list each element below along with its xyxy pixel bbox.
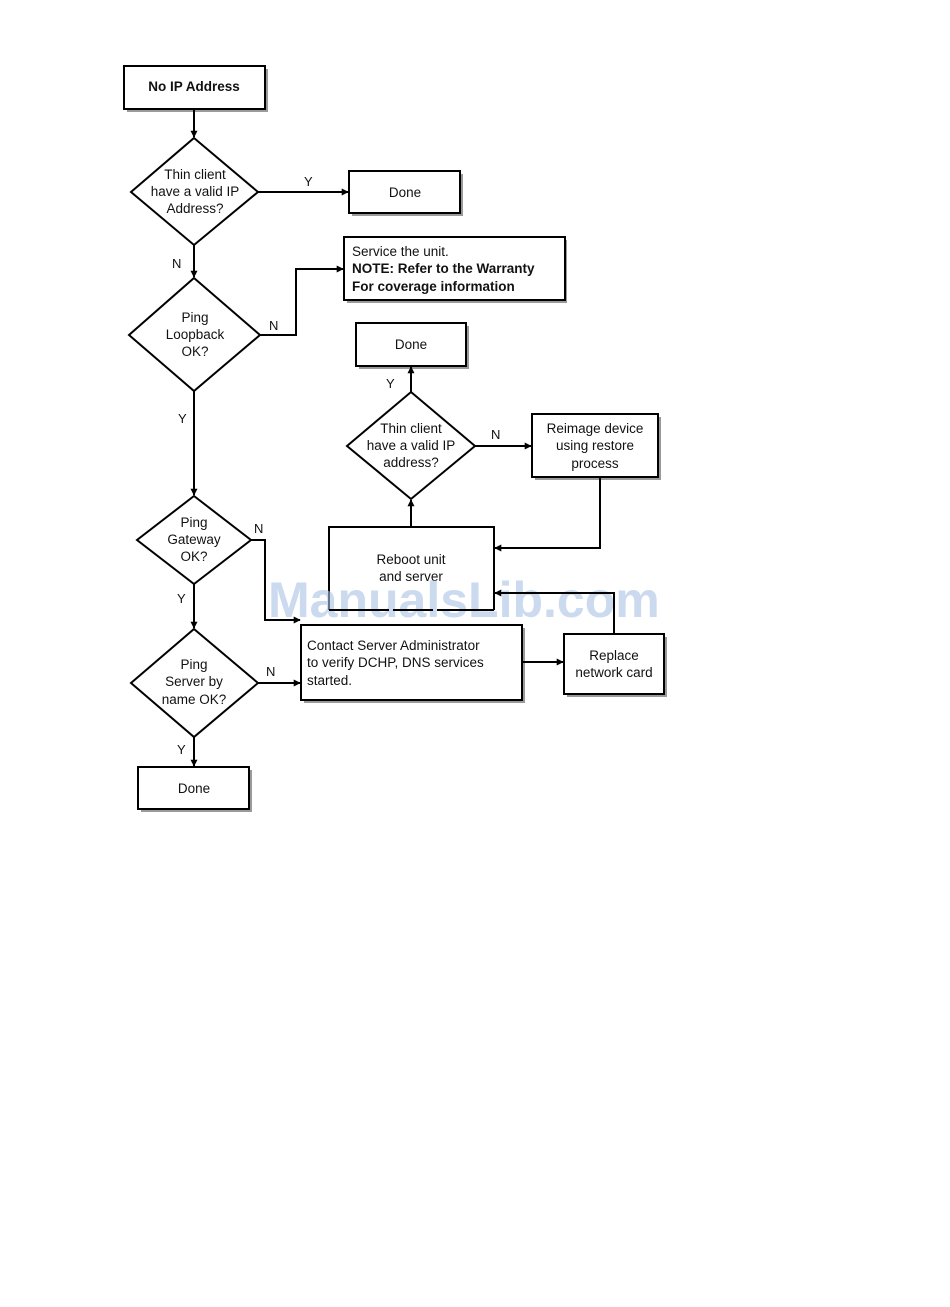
decision-ping-loopback-line3: OK? [181,344,208,359]
node-service-unit: Service the unit. NOTE: Refer to the War… [343,236,567,303]
decision-valid-ip-line1: Thin client [164,167,226,182]
node-replace-network-card-line1: Replace [589,648,639,663]
node-contact-server-admin: Contact Server Administrator to verify D… [300,624,525,703]
decision-ping-loopback-line2: Loopback [166,327,225,342]
label-d1-no: N [172,256,181,271]
decision-ping-server-name-line1: Ping [180,657,207,672]
decision-ping-server-name-line2: Server by [165,674,223,689]
decision-ping-loopback: Ping Loopback OK? [127,276,262,393]
node-reboot-unit-line2: and server [379,569,443,584]
decision-ping-gateway-line3: OK? [180,549,207,564]
node-done-top-text: Done [389,185,421,200]
label-d2-no: N [269,318,278,333]
node-service-unit-line2: NOTE: Refer to the Warranty [352,261,535,276]
node-contact-server-admin-line3: started. [307,673,352,688]
label-d2-yes: Y [178,411,187,426]
decision-ping-gateway-line1: Ping [180,515,207,530]
node-replace-network-card-line2: network card [575,665,652,680]
label-d3-no: N [254,521,263,536]
node-reboot-unit-line1: Reboot unit [376,552,445,567]
node-reboot-unit: Reboot unit and server [328,526,495,610]
node-contact-server-admin-line1: Contact Server Administrator [307,638,480,653]
label-d1-yes: Y [304,174,313,189]
decision-valid-ip: Thin client have a valid IP Address? [129,136,260,247]
decision-valid-ip-line3: Address? [166,201,223,216]
label-d3-yes: Y [177,591,186,606]
node-replace-network-card: Replace network card [563,633,667,697]
decision-valid-ip-after-reboot: Thin client have a valid IP address? [345,390,477,501]
decision-valid-ip-after-reboot-line2: have a valid IP [367,438,456,453]
decision-ping-gateway: Ping Gateway OK? [135,494,253,586]
node-done-bottom-text: Done [178,781,210,796]
node-done-bottom: Done [137,766,252,812]
edge-reimage-to-reboot [494,478,601,552]
node-reimage-device-line2: using restore [556,438,634,453]
decision-ping-server-name: Ping Server by name OK? [129,627,260,739]
decision-ping-server-name-line3: name OK? [162,692,227,707]
label-d5-no: N [491,427,500,442]
node-done-middle: Done [355,322,469,369]
node-done-top: Done [348,170,463,216]
node-contact-server-admin-line2: to verify DCHP, DNS services [307,655,484,670]
edge-d2-no-to-service [260,265,344,336]
edge-d3-no-to-contact [251,539,301,624]
node-reimage-device: Reimage device using restore process [531,413,661,480]
decision-ping-gateway-line2: Gateway [167,532,221,547]
node-no-ip-address-text: No IP Address [148,79,240,94]
node-service-unit-line1: Service the unit. [352,244,449,259]
edge-replace-to-reboot [494,589,615,634]
label-d4-yes: Y [177,742,186,757]
node-done-middle-text: Done [395,337,427,352]
label-d5-yes: Y [386,376,395,391]
node-reimage-device-line3: process [571,456,619,471]
decision-valid-ip-line2: have a valid IP [151,184,240,199]
label-d4-no: N [266,664,275,679]
decision-valid-ip-after-reboot-line3: address? [383,455,439,470]
node-reimage-device-line1: Reimage device [547,421,644,436]
decision-ping-loopback-line1: Ping [181,310,208,325]
decision-valid-ip-after-reboot-line1: Thin client [380,421,442,436]
node-no-ip-address: No IP Address [123,65,268,112]
watermark-text: ManualsLib.com [268,572,660,628]
node-service-unit-line3: For coverage information [352,279,515,294]
